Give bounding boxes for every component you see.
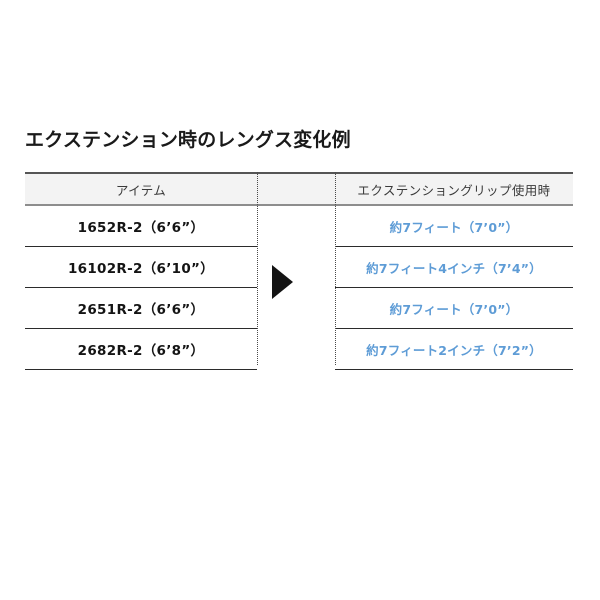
table-row: 1652R-2（6’6”） 約7フィート（7’0”） bbox=[25, 205, 573, 247]
cell-item: 2651R-2（6’6”） bbox=[25, 287, 257, 329]
cell-arrow-spacer bbox=[257, 287, 335, 329]
table-body: 1652R-2（6’6”） 約7フィート（7’0”） 16102R-2（6’10… bbox=[25, 205, 573, 370]
table-row: 2651R-2（6’6”） 約7フィート（7’0”） bbox=[25, 287, 573, 329]
table-row: 2682R-2（6’8”） 約7フィート2インチ（7’2”） bbox=[25, 328, 573, 370]
cell-extension: 約7フィート2インチ（7’2”） bbox=[335, 328, 573, 370]
length-change-table-wrapper: アイテム エクステンショングリップ使用時 1652R-2（6’6”） 約7フィー… bbox=[25, 172, 573, 370]
length-change-table: アイテム エクステンショングリップ使用時 1652R-2（6’6”） 約7フィー… bbox=[25, 172, 573, 370]
cell-arrow-spacer bbox=[257, 328, 335, 370]
cell-item: 1652R-2（6’6”） bbox=[25, 205, 257, 247]
cell-item: 2682R-2（6’8”） bbox=[25, 328, 257, 370]
table-header-row: アイテム エクステンショングリップ使用時 bbox=[25, 172, 573, 206]
cell-extension: 約7フィート（7’0”） bbox=[335, 287, 573, 329]
cell-arrow-spacer bbox=[257, 205, 335, 247]
column-header-extension: エクステンショングリップ使用時 bbox=[335, 172, 573, 206]
column-header-item: アイテム bbox=[25, 172, 257, 206]
cell-arrow-spacer bbox=[257, 246, 335, 288]
table-header: アイテム エクステンショングリップ使用時 bbox=[25, 172, 573, 206]
cell-item: 16102R-2（6’10”） bbox=[25, 246, 257, 288]
page-title: エクステンション時のレングス変化例 bbox=[25, 130, 351, 151]
right-triangle-icon bbox=[272, 265, 293, 299]
table-row: 16102R-2（6’10”） 約7フィート4インチ（7’4”） bbox=[25, 246, 573, 288]
cell-extension: 約7フィート（7’0”） bbox=[335, 205, 573, 247]
cell-extension: 約7フィート4インチ（7’4”） bbox=[335, 246, 573, 288]
column-header-arrow bbox=[257, 172, 335, 206]
